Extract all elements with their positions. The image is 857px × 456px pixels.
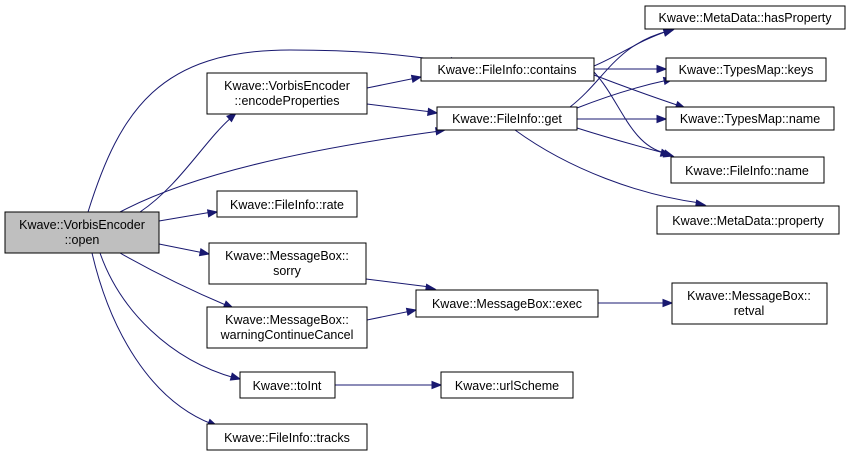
edge-line xyxy=(576,127,669,155)
edge-line xyxy=(119,252,229,307)
edge-open-to-tracks xyxy=(91,252,219,427)
edge-line xyxy=(576,79,669,109)
node-typesmap-keys[interactable]: Kwave::TypesMap::keys xyxy=(665,57,827,82)
node-messagebox-sorry-line-1: Kwave::MessageBox:: xyxy=(225,249,349,263)
arrow-head xyxy=(206,209,219,218)
node-fileinfo-name[interactable]: Kwave::FileInfo::name xyxy=(670,156,825,184)
edge-get-to-keys xyxy=(576,76,675,109)
edge-line xyxy=(366,103,433,113)
edge-open-to-toInt xyxy=(99,252,242,381)
node-typesmap-name[interactable]: Kwave::TypesMap::name xyxy=(665,106,835,131)
node-messagebox-retval[interactable]: Kwave::MessageBox:: retval xyxy=(671,282,828,325)
edge-line xyxy=(366,77,417,89)
node-open[interactable]: Kwave::VorbisEncoder ::open xyxy=(4,211,160,254)
node-fileinfo-get[interactable]: Kwave::FileInfo::get xyxy=(436,106,578,131)
node-encode-properties[interactable]: Kwave::VorbisEncoder ::encodeProperties xyxy=(206,72,368,115)
edge-get-to-finame xyxy=(576,127,675,158)
arrow-head xyxy=(662,28,675,37)
edge-line xyxy=(158,243,205,254)
edge-line xyxy=(365,278,431,288)
node-typesmap-keys-label: Kwave::TypesMap::keys xyxy=(679,63,814,77)
arrow-head xyxy=(656,114,668,124)
edge-encodeProperties-to-get xyxy=(366,103,439,116)
node-messagebox-exec-label: Kwave::MessageBox::exec xyxy=(432,297,582,311)
node-open-line-2: ::open xyxy=(65,233,100,247)
edge-sorry-to-exec xyxy=(365,278,437,292)
edge-line xyxy=(158,211,213,222)
edge-contains-to-hasProperty xyxy=(593,28,675,67)
edge-line xyxy=(91,252,213,425)
node-urlscheme[interactable]: Kwave::urlScheme xyxy=(440,371,574,399)
node-metadata-hasproperty-label: Kwave::MetaData::hasProperty xyxy=(659,11,833,25)
arrow-head xyxy=(431,380,443,390)
node-fileinfo-contains[interactable]: Kwave::FileInfo::contains xyxy=(420,57,595,82)
arrow-head xyxy=(662,298,674,308)
node-messagebox-warningcontinuecancel-line-1: Kwave::MessageBox:: xyxy=(225,313,349,327)
edge-open-to-warning xyxy=(119,252,235,309)
edge-line xyxy=(593,74,681,107)
arrow-head xyxy=(198,247,211,257)
edge-warning-to-exec xyxy=(366,307,418,321)
node-encode-properties-line-1: Kwave::VorbisEncoder xyxy=(224,79,350,93)
node-encode-properties-line-2: ::encodeProperties xyxy=(235,94,340,108)
arrow-head xyxy=(410,74,423,84)
edge-exec-to-retval xyxy=(598,298,674,308)
edges-layer xyxy=(87,28,707,427)
arrow-head xyxy=(226,112,238,123)
edge-toInt-to-urlScheme xyxy=(335,380,443,390)
arrow-head xyxy=(656,64,668,74)
edge-line xyxy=(593,30,669,67)
node-metadata-property[interactable]: Kwave::MetaData::property xyxy=(656,205,840,235)
node-fileinfo-contains-label: Kwave::FileInfo::contains xyxy=(438,63,577,77)
node-messagebox-retval-line-2: retval xyxy=(734,304,765,318)
arrow-head xyxy=(229,372,242,381)
node-fileinfo-tracks-label: Kwave::FileInfo::tracks xyxy=(224,431,350,445)
edge-line xyxy=(119,130,441,213)
edge-line xyxy=(593,71,666,154)
node-urlscheme-label: Kwave::urlScheme xyxy=(455,379,559,393)
node-metadata-hasproperty[interactable]: Kwave::MetaData::hasProperty xyxy=(644,5,846,30)
node-fileinfo-name-label: Kwave::FileInfo::name xyxy=(685,164,809,178)
edge-get-to-tmname xyxy=(577,114,668,124)
edge-line xyxy=(99,252,236,379)
edge-open-to-encodeProperties xyxy=(139,112,238,213)
node-open-line-1: Kwave::VorbisEncoder xyxy=(19,218,145,232)
node-fileinfo-get-label: Kwave::FileInfo::get xyxy=(452,112,562,126)
node-messagebox-exec[interactable]: Kwave::MessageBox::exec xyxy=(415,289,599,318)
node-typesmap-name-label: Kwave::TypesMap::name xyxy=(680,112,820,126)
edge-contains-to-finame xyxy=(593,71,672,157)
node-fileinfo-rate[interactable]: Kwave::FileInfo::rate xyxy=(216,190,358,218)
arrow-head xyxy=(405,307,418,317)
node-messagebox-sorry[interactable]: Kwave::MessageBox:: sorry xyxy=(208,242,367,285)
node-messagebox-warningcontinuecancel-line-2: warningContinueCancel xyxy=(220,328,354,342)
edge-open-to-rate xyxy=(158,209,219,222)
arrow-head xyxy=(662,149,675,158)
node-messagebox-warningcontinuecancel[interactable]: Kwave::MessageBox:: warningContinueCance… xyxy=(206,306,368,349)
edge-encodeProperties-to-contains xyxy=(366,74,423,89)
edge-contains-to-keys xyxy=(594,64,668,74)
node-metadata-property-label: Kwave::MetaData::property xyxy=(672,214,824,228)
node-messagebox-sorry-line-2: sorry xyxy=(273,264,302,278)
node-toint[interactable]: Kwave::toInt xyxy=(239,371,336,399)
edge-open-to-sorry xyxy=(158,243,211,257)
edge-line xyxy=(514,129,701,204)
edge-line xyxy=(569,30,669,108)
node-messagebox-retval-line-1: Kwave::MessageBox:: xyxy=(687,289,811,303)
node-fileinfo-tracks[interactable]: Kwave::FileInfo::tracks xyxy=(206,423,368,451)
edge-line xyxy=(139,116,233,213)
node-fileinfo-rate-label: Kwave::FileInfo::rate xyxy=(230,198,344,212)
edge-line xyxy=(366,310,412,321)
arrow-head xyxy=(427,107,439,116)
node-toint-label: Kwave::toInt xyxy=(253,379,322,393)
edge-line xyxy=(87,49,456,213)
